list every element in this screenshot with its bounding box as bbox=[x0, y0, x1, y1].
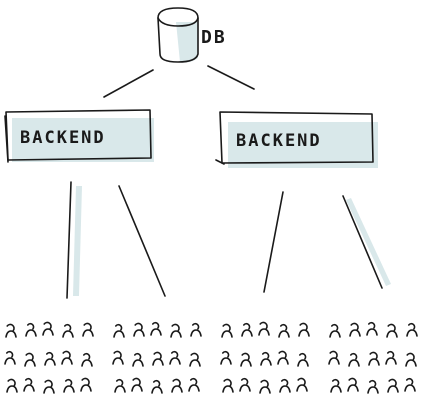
user-icon bbox=[63, 378, 75, 393]
user-icon bbox=[349, 322, 361, 337]
user-icon bbox=[404, 377, 416, 392]
user-icon bbox=[329, 323, 341, 338]
backend-left-connectors bbox=[66, 181, 166, 299]
user-icon bbox=[133, 322, 145, 337]
user-icon bbox=[347, 377, 359, 392]
user-icon bbox=[151, 379, 163, 394]
user-group bbox=[4, 321, 94, 394]
backend-right-connectors bbox=[263, 191, 391, 293]
user-icon bbox=[80, 377, 92, 392]
user-icon bbox=[189, 352, 201, 367]
user-icon bbox=[222, 378, 234, 393]
user-icon bbox=[260, 351, 272, 366]
user-icon bbox=[150, 321, 162, 336]
user-icon bbox=[190, 322, 202, 337]
database: DB bbox=[157, 7, 227, 63]
user-icon bbox=[169, 350, 181, 365]
user-icon bbox=[113, 323, 125, 338]
user-icon bbox=[4, 350, 16, 365]
user-icon bbox=[258, 321, 270, 336]
user-icon bbox=[278, 323, 290, 338]
user-icon bbox=[330, 378, 342, 393]
database-label: DB bbox=[201, 27, 227, 48]
user-icon bbox=[277, 350, 289, 365]
backend-right: BACKEND bbox=[215, 111, 378, 168]
db-to-backend-left-line bbox=[103, 69, 154, 98]
user-icon bbox=[220, 350, 232, 365]
user-icon bbox=[43, 379, 55, 394]
user-group bbox=[220, 321, 310, 394]
user-group bbox=[328, 321, 418, 394]
backend-left-label: BACKEND bbox=[20, 128, 106, 148]
user-icon bbox=[62, 323, 74, 338]
user-group bbox=[112, 321, 202, 394]
user-icon bbox=[114, 378, 126, 393]
user-icon bbox=[44, 351, 56, 366]
user-icon bbox=[6, 378, 18, 393]
user-icon bbox=[24, 352, 36, 367]
user-icon bbox=[406, 322, 418, 337]
user-icon bbox=[240, 352, 252, 367]
user-icon bbox=[5, 323, 17, 338]
backend-right-label: BACKEND bbox=[236, 131, 322, 151]
user-icon bbox=[348, 352, 360, 367]
user-icon bbox=[385, 350, 397, 365]
user-icon bbox=[368, 351, 380, 366]
user-icon bbox=[152, 351, 164, 366]
user-icon bbox=[405, 352, 417, 367]
user-icon bbox=[386, 323, 398, 338]
user-icon bbox=[366, 321, 378, 336]
user-icon bbox=[81, 352, 93, 367]
user-icon bbox=[42, 321, 54, 336]
user-icon bbox=[239, 377, 251, 392]
user-icon bbox=[170, 323, 182, 338]
users-crowd bbox=[4, 321, 418, 394]
user-icon bbox=[131, 377, 143, 392]
user-icon bbox=[296, 377, 308, 392]
backend-left: BACKEND bbox=[4, 109, 154, 163]
user-icon bbox=[82, 322, 94, 337]
user-icon bbox=[279, 378, 291, 393]
user-icon bbox=[112, 350, 124, 365]
user-icon bbox=[188, 377, 200, 392]
user-icon bbox=[221, 323, 233, 338]
user-icon bbox=[367, 379, 379, 394]
user-icon bbox=[297, 352, 309, 367]
user-icon bbox=[328, 350, 340, 365]
user-icon bbox=[25, 322, 37, 337]
user-icon bbox=[387, 378, 399, 393]
user-icon bbox=[171, 378, 183, 393]
db-to-backend-right-line bbox=[207, 65, 255, 90]
user-icon bbox=[241, 322, 253, 337]
user-icon bbox=[61, 350, 73, 365]
user-icon bbox=[298, 322, 310, 337]
user-icon bbox=[259, 379, 271, 394]
user-icon bbox=[23, 377, 35, 392]
user-icon bbox=[132, 352, 144, 367]
